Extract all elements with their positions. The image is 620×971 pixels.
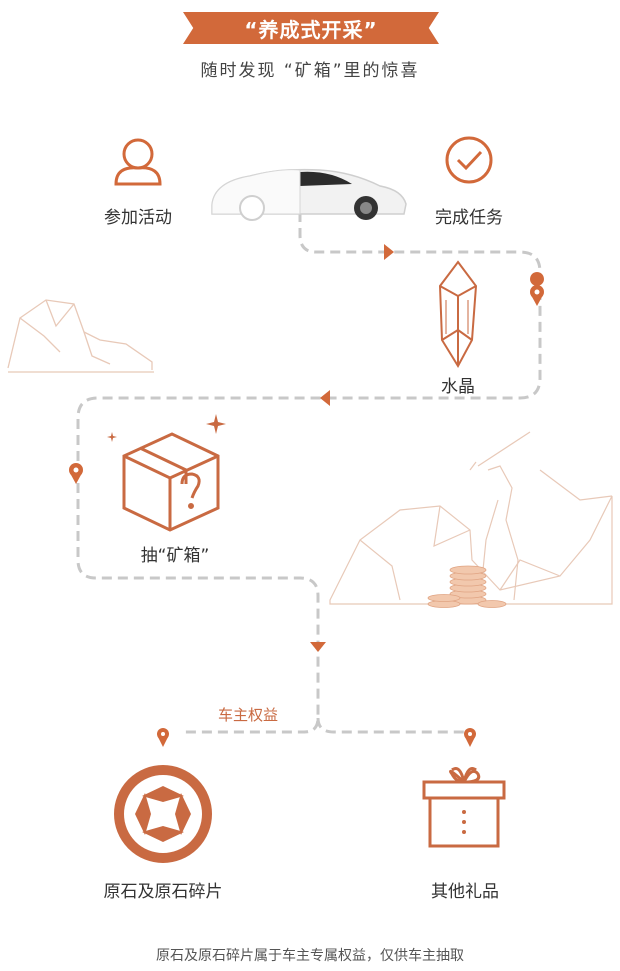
footer-note: 原石及原石碎片属于车主专属权益，仅供车主抽取: [156, 948, 464, 964]
coins-stack: [427, 565, 507, 608]
gift-label: 其他礼品: [431, 882, 499, 902]
map-pin-icons: [69, 272, 545, 747]
step-draw-box-label: 抽“矿箱”: [140, 546, 210, 566]
crystal-icon: [438, 260, 478, 369]
gift-icon: [422, 767, 506, 848]
gemstone-icon: [114, 765, 212, 863]
miner-sketch: [329, 431, 613, 605]
arrow-down-icon: [310, 642, 326, 652]
arrow-right-icon: [384, 244, 394, 260]
owner-benefit-label: 车主权益: [198, 704, 298, 725]
sparkle-icons: [107, 414, 226, 442]
title-banner: “养成式开采”: [183, 12, 439, 44]
step-crystal-label: 水晶: [441, 377, 475, 397]
arrow-left-icon: [320, 390, 330, 406]
page-title: “养成式开采”: [244, 17, 378, 42]
dashed-flow-path: [76, 212, 542, 734]
car-image: [211, 168, 407, 221]
mountain-sketch: [7, 299, 154, 373]
user-icon: [114, 138, 162, 186]
step-complete-label: 完成任务: [435, 208, 503, 228]
mystery-box-icon: [122, 432, 220, 532]
page-subtitle: 随时发现 “矿箱”里的惊喜: [200, 61, 420, 81]
stone-label: 原石及原石碎片: [103, 882, 223, 902]
check-circle-icon: [445, 136, 493, 184]
step-join-label: 参加活动: [104, 208, 172, 228]
